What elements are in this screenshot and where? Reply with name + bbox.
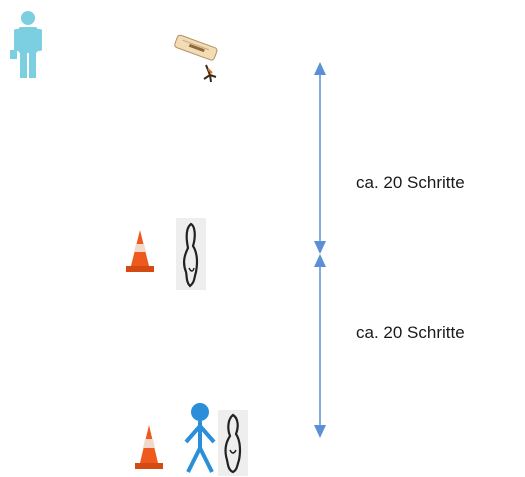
stick-figure-icon bbox=[184, 403, 216, 473]
traffic-cone-icon bbox=[126, 230, 154, 272]
person-observer-icon bbox=[10, 11, 42, 78]
footprint-icon bbox=[218, 410, 248, 476]
distance-label-2: ca. 20 Schritte bbox=[356, 323, 465, 342]
distance-arrow-2 bbox=[314, 254, 326, 438]
wooden-clapper-icon bbox=[174, 34, 218, 83]
traffic-cone-icon bbox=[135, 425, 163, 469]
distance-arrow-1 bbox=[314, 62, 326, 254]
distance-label-1: ca. 20 Schritte bbox=[356, 173, 465, 192]
footprint-icon bbox=[176, 218, 206, 290]
